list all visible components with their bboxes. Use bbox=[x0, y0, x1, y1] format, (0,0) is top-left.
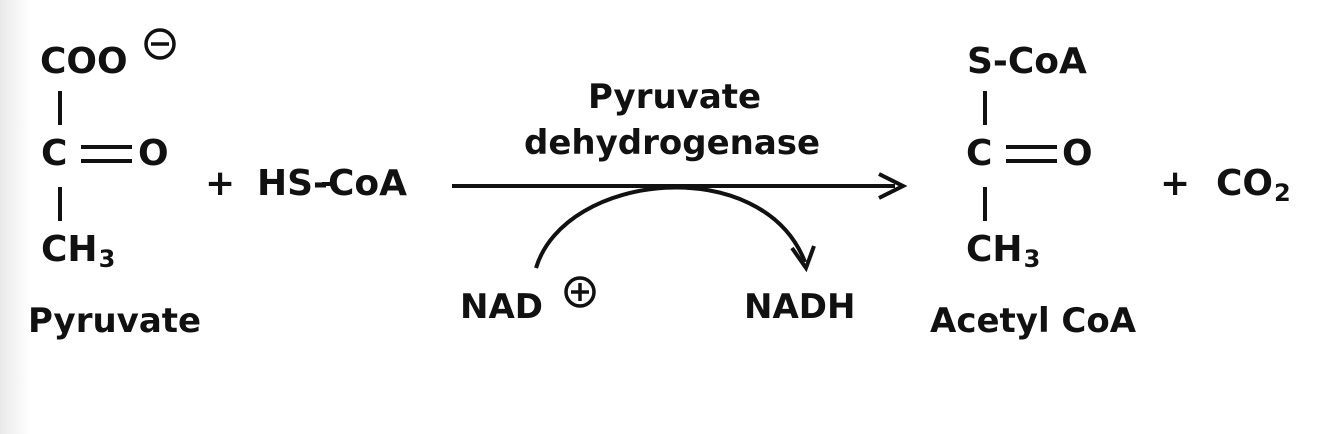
acetyl-coa-label: Acetyl CoA bbox=[930, 301, 1137, 341]
bond-c-c bbox=[983, 187, 987, 221]
plus-sign-2: + bbox=[1160, 163, 1191, 204]
enzyme-name-line2: dehydrogenase bbox=[524, 123, 821, 163]
carbon-dioxide: CO2 bbox=[1216, 163, 1291, 207]
pyruvate-carbonyl-carbon: C bbox=[41, 133, 68, 174]
pyruvate-double-bond bbox=[81, 145, 132, 163]
bond-c2-c3 bbox=[58, 187, 62, 221]
positive-charge-icon bbox=[564, 276, 596, 308]
enzyme-name-line1: Pyruvate bbox=[588, 77, 762, 117]
nadh-label: NADH bbox=[744, 287, 856, 327]
acetyl-carbonyl-carbon: C bbox=[966, 133, 993, 174]
carboxylate-group: COO bbox=[40, 41, 128, 82]
acetyl-double-bond bbox=[1006, 145, 1057, 163]
nad-plus-label: NAD bbox=[460, 287, 543, 327]
pyruvate-methyl-group: CH3 bbox=[41, 229, 116, 273]
negative-charge-icon bbox=[144, 28, 176, 60]
pyruvate-label: Pyruvate bbox=[28, 301, 202, 341]
bond-c1-c2 bbox=[58, 91, 62, 125]
bond-s-c bbox=[983, 91, 987, 125]
plus-sign-1: + bbox=[205, 163, 236, 204]
acetyl-methyl-group: CH3 bbox=[966, 229, 1041, 273]
coenzyme-a-reactant: HS-CoA bbox=[257, 163, 408, 204]
pyruvate-carbonyl-oxygen: O bbox=[138, 133, 169, 174]
acetyl-carbonyl-oxygen: O bbox=[1062, 133, 1093, 174]
cofactor-curved-arrow-icon bbox=[534, 185, 816, 273]
page-edge-shade bbox=[0, 0, 30, 434]
thioester-group: S-CoA bbox=[967, 41, 1087, 82]
